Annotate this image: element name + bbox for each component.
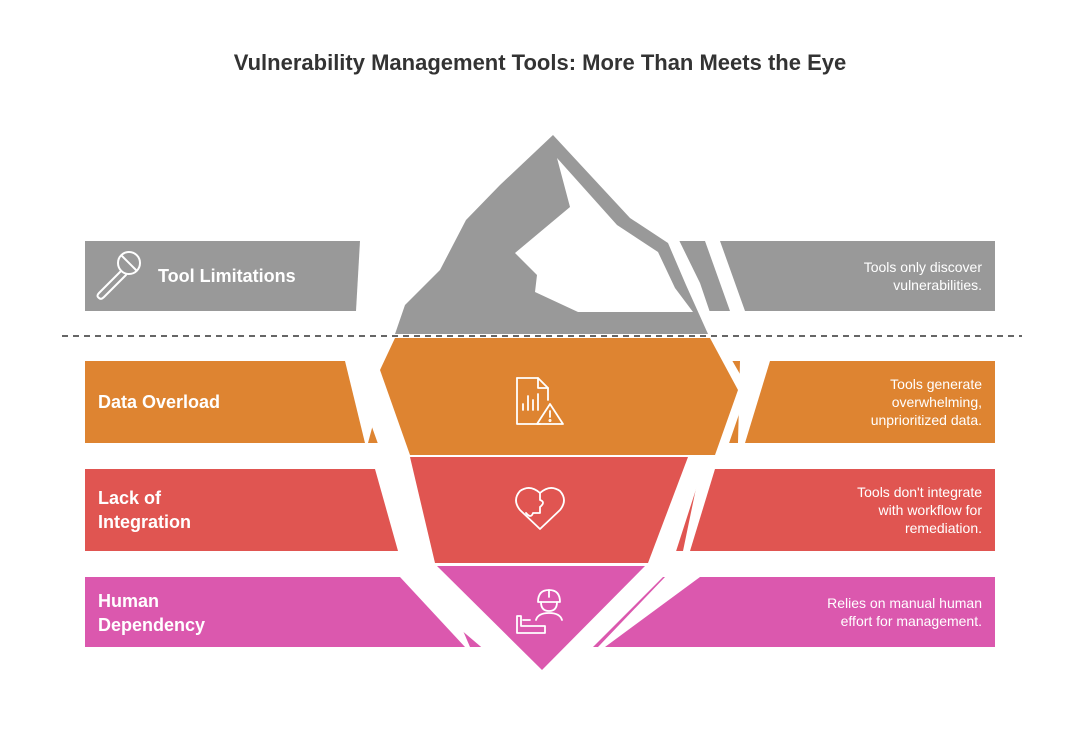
iceberg-layer-integration [410,457,688,563]
iceberg-layer-overload [380,338,738,455]
heart-puzzle-icon [515,487,565,530]
layer-label-human-dependency: Human Dependency [98,591,206,635]
document-chart-warning-icon [516,377,564,425]
iceberg-snow [515,158,693,312]
iceberg-layer-human [437,566,645,670]
magnifier-blocked-icon [96,251,141,300]
layer-label-data-overload: Data Overload [98,392,221,412]
layer-label-lack-of-integration: Lack of Integration [98,488,191,532]
layer-description-tool-limitations: Tools only discover vulnerabilities. [863,259,982,293]
layer-label-tool-limitations: Tool Limitations [158,266,296,286]
worker-helmet-icon [516,589,563,634]
layer-description-lack-of-integration: Tools don't integrate with workflow for … [857,484,982,536]
diagram-title: Vulnerability Management Tools: More Tha… [233,50,847,75]
layer-description-data-overload: Tools generate overwhelming, unprioritiz… [870,376,982,428]
layer-description-human-dependency: Relies on manual human effort for manage… [827,595,982,629]
